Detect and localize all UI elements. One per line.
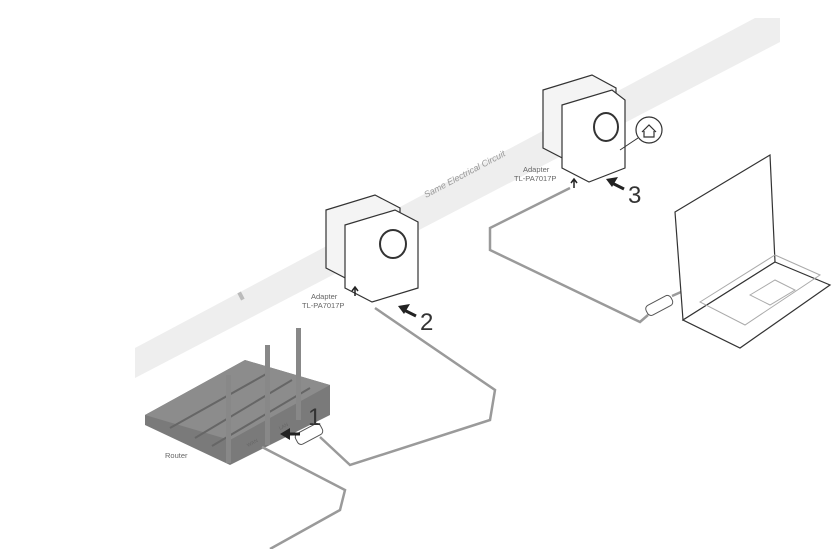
lan-port-label: LAN [278,422,290,432]
lan-cable-2 [488,186,649,324]
adapter2-label-2: TL-PA7017P [514,174,556,183]
arrow-up-icon [570,177,578,188]
adapter1-label-1: Adapter [311,292,338,301]
arrow-up-icon [351,285,359,296]
powerline-adapter-icon: Adapter TL-PA7017P [514,74,663,183]
adapter2-label-1: Adapter [523,165,550,174]
step-number: 3 [628,182,641,209]
wan-port-label: WAN [246,438,259,449]
ethernet-plug-laptop [645,294,674,316]
cables [261,186,691,549]
lan-cable-1 [319,306,497,467]
wall-band: Same Electrical Circuit [135,18,780,378]
adapter1-label-2: TL-PA7017P [302,301,344,310]
home-icon [641,124,657,138]
step-number: 2 [420,309,433,336]
router-label: Router [165,451,188,460]
arrow-icon [611,181,625,191]
laptop-icon [674,153,832,349]
step-2: 2 [398,304,433,336]
ethernet-plug-router [294,423,324,445]
step-1: 1 [280,404,321,440]
wan-cable [261,445,347,549]
step-3: 3 [606,177,641,209]
router-icon: Router WAN LAN [145,328,330,465]
arrow-icon [403,308,417,318]
powerline-adapter-icon: Adapter TL-PA7017P [302,194,419,310]
step-number: 1 [308,404,321,431]
home-icon-badge [635,116,663,144]
